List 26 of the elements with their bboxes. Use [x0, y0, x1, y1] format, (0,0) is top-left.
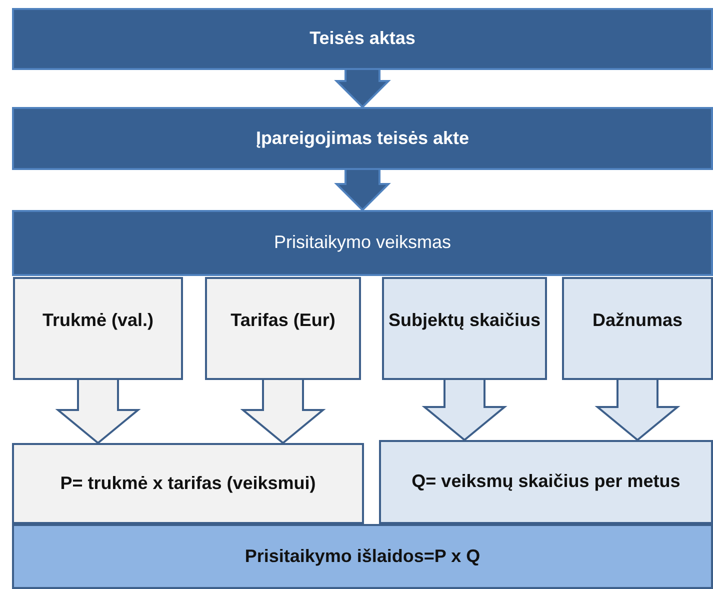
block-arrow: [55, 379, 141, 444]
header-bar: [12, 107, 713, 170]
header-bar: [12, 8, 713, 70]
callout-box: [562, 277, 713, 380]
box-label: Teisės aktas: [310, 27, 416, 50]
box-label: Dažnumas: [592, 308, 683, 332]
block-arrow: [334, 69, 391, 108]
callout-box: [382, 277, 547, 380]
box-label: Tarifas (Eur): [230, 308, 336, 332]
formula-box: [12, 443, 364, 524]
box-label: Įpareigojimas teisės akte: [256, 126, 470, 150]
block-arrow: [422, 379, 508, 442]
box-label: P= trukmė x tarifas (veiksmui): [60, 472, 316, 495]
header-bar: [12, 210, 713, 276]
block-arrow: [594, 379, 680, 442]
callout-box: [205, 277, 361, 380]
box-label: Prisitaikymo veiksmas: [274, 231, 452, 254]
box-label: Prisitaikymo išlaidos=P x Q: [244, 544, 480, 568]
box-label: Subjektų skaičius: [388, 308, 541, 332]
formula-box: [379, 440, 713, 524]
block-arrow: [334, 169, 391, 212]
box-label: Trukmė (val.): [42, 308, 154, 332]
callout-box: [13, 277, 183, 380]
box-label: Q= veiksmų skaičius per metus: [412, 470, 680, 494]
result-bar: [12, 524, 713, 589]
block-arrow: [240, 379, 326, 444]
